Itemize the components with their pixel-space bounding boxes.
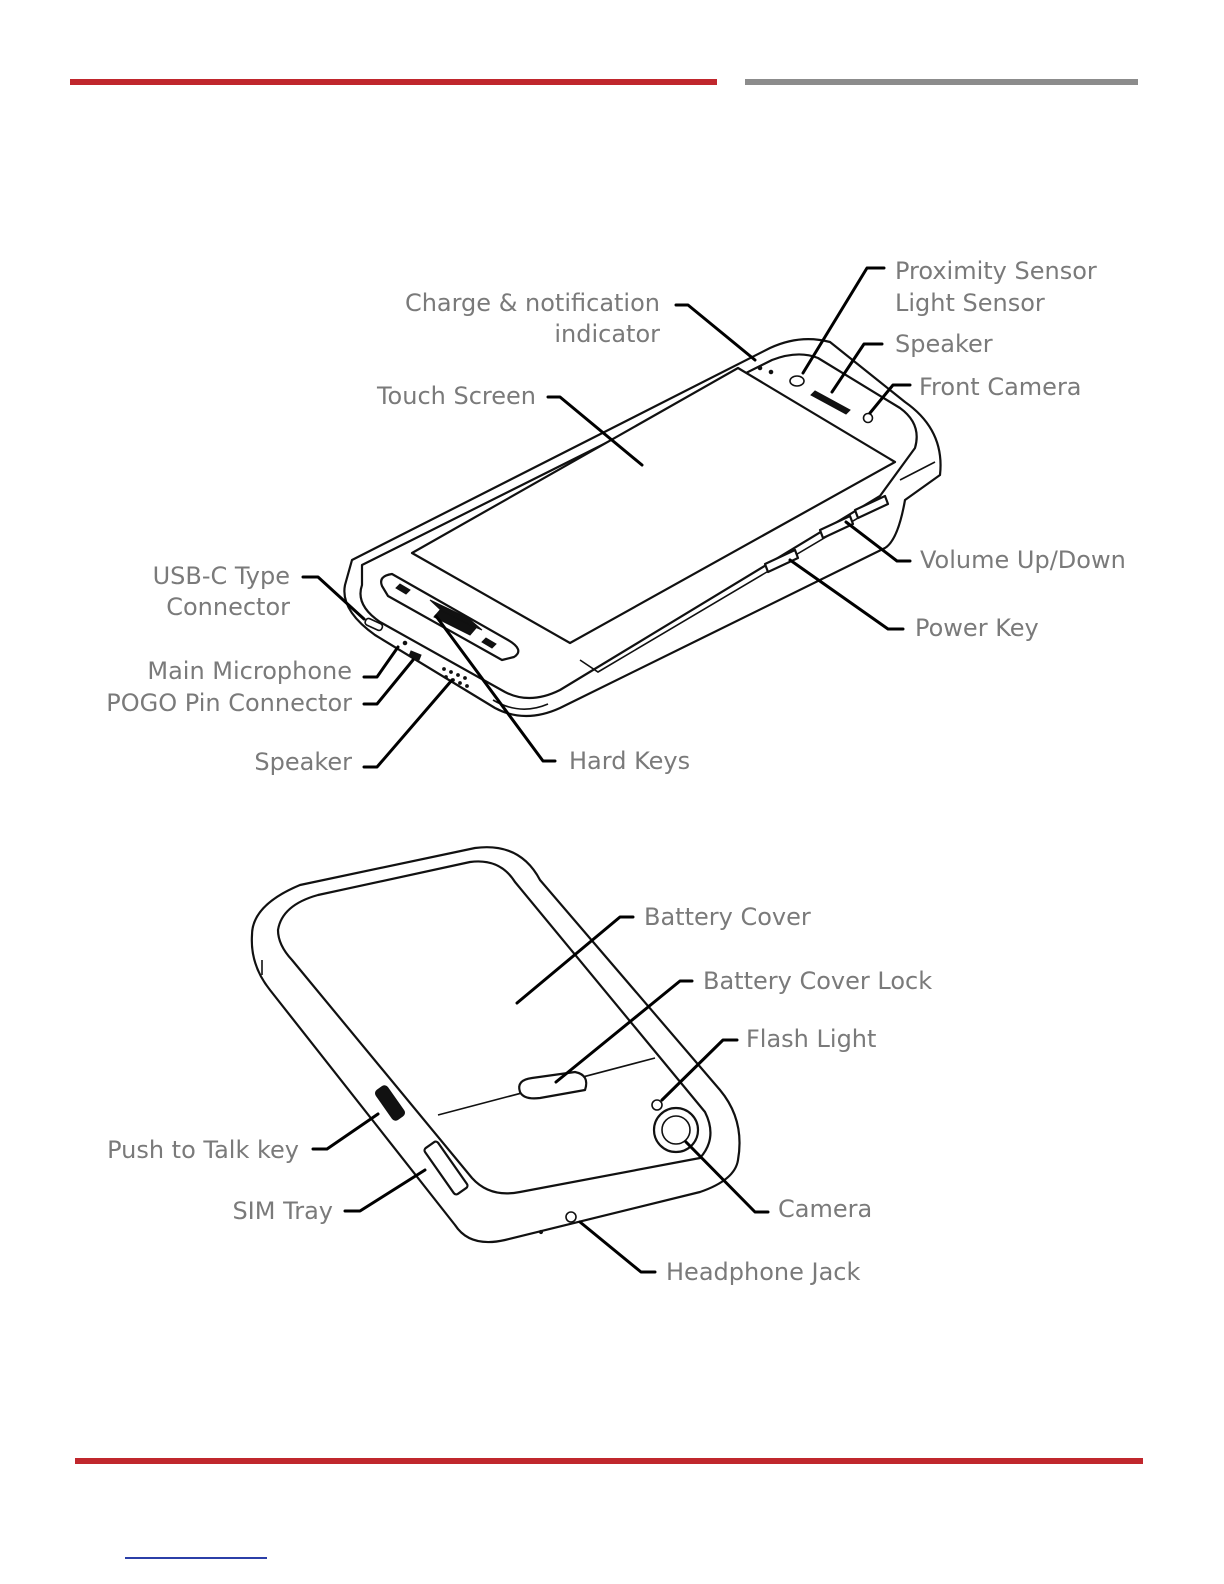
label-main-microphone: Main Microphone <box>147 656 352 687</box>
label-battery-cover-lock: Battery Cover Lock <box>703 966 932 997</box>
label-push-to-talk-key: Push to Talk key <box>107 1135 299 1166</box>
label-charge-notification-indicator: Charge & notification <box>405 288 660 319</box>
label-charge-notification-indicator-line2: indicator <box>554 319 660 350</box>
label-volume-up-down: Volume Up/Down <box>920 545 1126 576</box>
label-light-sensor: Light Sensor <box>895 288 1045 319</box>
label-speaker-bottom: Speaker <box>254 747 352 778</box>
label-battery-cover: Battery Cover <box>644 902 811 933</box>
label-front-camera: Front Camera <box>919 372 1082 403</box>
label-power-key: Power Key <box>915 613 1039 644</box>
label-headphone-jack: Headphone Jack <box>666 1257 860 1288</box>
label-touch-screen: Touch Screen <box>377 381 536 412</box>
label-sim-tray: SIM Tray <box>232 1196 333 1227</box>
label-speaker-top: Speaker <box>895 329 993 360</box>
label-usb-c-connector: Connector <box>166 592 290 623</box>
label-pogo-pin-connector: POGO Pin Connector <box>106 688 352 719</box>
label-flash-light: Flash Light <box>746 1024 876 1055</box>
label-usb-c-type: USB-C Type <box>153 561 290 592</box>
label-camera: Camera <box>778 1194 872 1225</box>
label-proximity-sensor: Proximity Sensor <box>895 256 1097 287</box>
label-hard-keys: Hard Keys <box>569 746 690 777</box>
